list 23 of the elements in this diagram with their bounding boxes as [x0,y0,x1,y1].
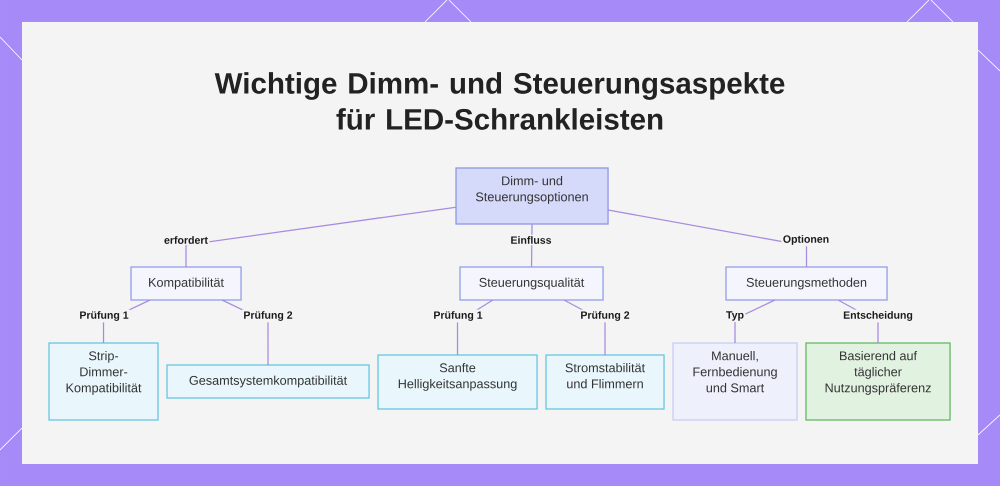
leaf-box: Sanfte Helligkeitsanpassung [377,354,538,410]
edge-label: Optionen [781,234,831,246]
edge-label: erfordert [162,234,210,246]
leaf-box: Strip-Dimmer-Kompatibilität [48,342,159,421]
leaf-box: Stromstabilität und Flimmern [545,354,665,410]
leaf-box: Basierend auf täglicher Nutzungspräferenz [805,342,951,421]
branch-box: Steuerungsqualität [459,266,604,301]
connector [734,299,776,343]
connector [608,209,808,267]
edge-label: Prüfung 2 [579,310,632,322]
edge-label: Prüfung 2 [242,310,294,322]
edge-label: Entscheidung [842,310,914,322]
edge-label: Prüfung 1 [78,310,130,322]
leaf-box: Gesamtsystemkompatibilität [166,364,370,399]
edge-label: Typ [724,310,746,322]
edge-label: Prüfung 1 [432,310,484,322]
edge-label: Einfluss [509,234,553,246]
title: Wichtige Dimm- und Steuerungsaspekte für LED-Schrankleisten [214,72,784,130]
branch-box: Steuerungsmethoden [725,266,888,301]
connector [185,206,456,267]
leaf-box: Manuell, Fernbedienung und Smart [672,342,798,421]
root-box: Dimm- und Steuerungsoptionen [455,167,609,225]
branch-box: Kompatibilität [130,266,242,301]
